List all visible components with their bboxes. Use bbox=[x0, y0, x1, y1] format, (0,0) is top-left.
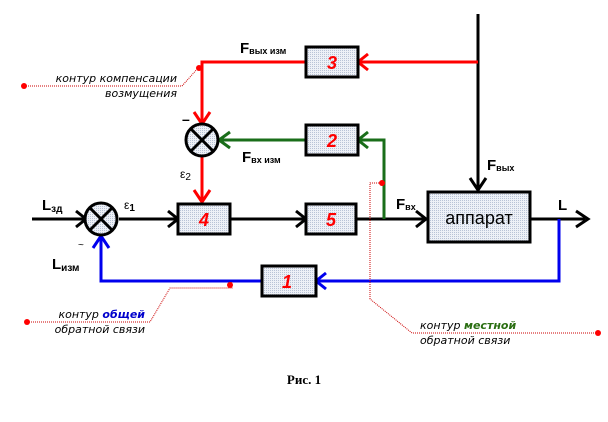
signal-f-vh-izm: Fвх изм bbox=[242, 149, 281, 166]
local-leader bbox=[369, 182, 598, 334]
annotation-general-line2: обратной связи bbox=[55, 323, 145, 336]
apparatus-block: аппарат bbox=[426, 190, 532, 244]
signal-l-izm: Lизм bbox=[52, 256, 79, 274]
block-4-label: 4 bbox=[198, 210, 209, 230]
block-1: 1 bbox=[260, 264, 318, 298]
annotation-compensation-line1: контур компенсации bbox=[56, 72, 177, 85]
annotation-general-line1: контур общей bbox=[58, 308, 145, 321]
block-2: 2 bbox=[304, 123, 360, 157]
annotation-local-line1: контур местной bbox=[420, 319, 516, 332]
block-2-label: 2 bbox=[326, 131, 337, 151]
annotation-local-line2: обратной связи bbox=[420, 334, 510, 347]
general-leader-dot bbox=[24, 319, 30, 325]
signal-f-vyh: Fвых bbox=[487, 157, 514, 174]
compensation-leader-dot bbox=[21, 83, 27, 89]
block-5-label: 5 bbox=[326, 210, 337, 230]
minus-sign-sum1: ~ bbox=[78, 240, 84, 251]
signal-l-zad: Lзд bbox=[42, 197, 63, 215]
disturbance-arrowhead bbox=[468, 177, 488, 193]
output-arrowhead bbox=[575, 209, 591, 229]
minus-sign-sum2: – bbox=[182, 111, 190, 127]
compensation-tap-dot bbox=[196, 65, 202, 71]
signal-eps1: ε1 bbox=[124, 198, 135, 214]
annotation-local: контур местной обратной связи bbox=[420, 319, 516, 347]
annotation-general: контур общей обратной связи bbox=[55, 308, 146, 336]
block-1-label: 1 bbox=[282, 272, 292, 292]
annotation-compensation: контур компенсации возмущения bbox=[56, 72, 178, 100]
l-izm-line bbox=[99, 238, 262, 283]
general-tap-dot bbox=[227, 282, 233, 288]
summing-junction-2 bbox=[184, 122, 220, 158]
apparatus-arrowhead bbox=[415, 209, 429, 229]
summing-junction-1 bbox=[83, 201, 119, 237]
compensation-leader bbox=[24, 67, 199, 87]
block-3: 3 bbox=[304, 45, 360, 79]
figure-caption: Рис. 1 bbox=[287, 372, 321, 387]
signal-f-vyh-izm: Fвых изм bbox=[240, 40, 287, 57]
block-4: 4 bbox=[176, 202, 232, 236]
signal-f-vh: Fвх bbox=[396, 196, 416, 213]
fvh-tap-line bbox=[358, 138, 386, 219]
l-tap-line bbox=[316, 219, 561, 283]
block-5: 5 bbox=[304, 202, 358, 236]
apparatus-label: аппарат bbox=[445, 208, 512, 228]
signal-l-out: L bbox=[558, 197, 567, 214]
annotation-compensation-line2: возмущения bbox=[105, 87, 177, 100]
block4-top-arrowhead bbox=[192, 189, 212, 205]
local-leader-dot bbox=[595, 330, 601, 336]
signal-eps2: ε2 bbox=[180, 167, 191, 183]
local-tap-dot bbox=[379, 180, 385, 186]
block-3-label: 3 bbox=[327, 53, 337, 73]
fvyh-izm-line bbox=[200, 60, 306, 122]
